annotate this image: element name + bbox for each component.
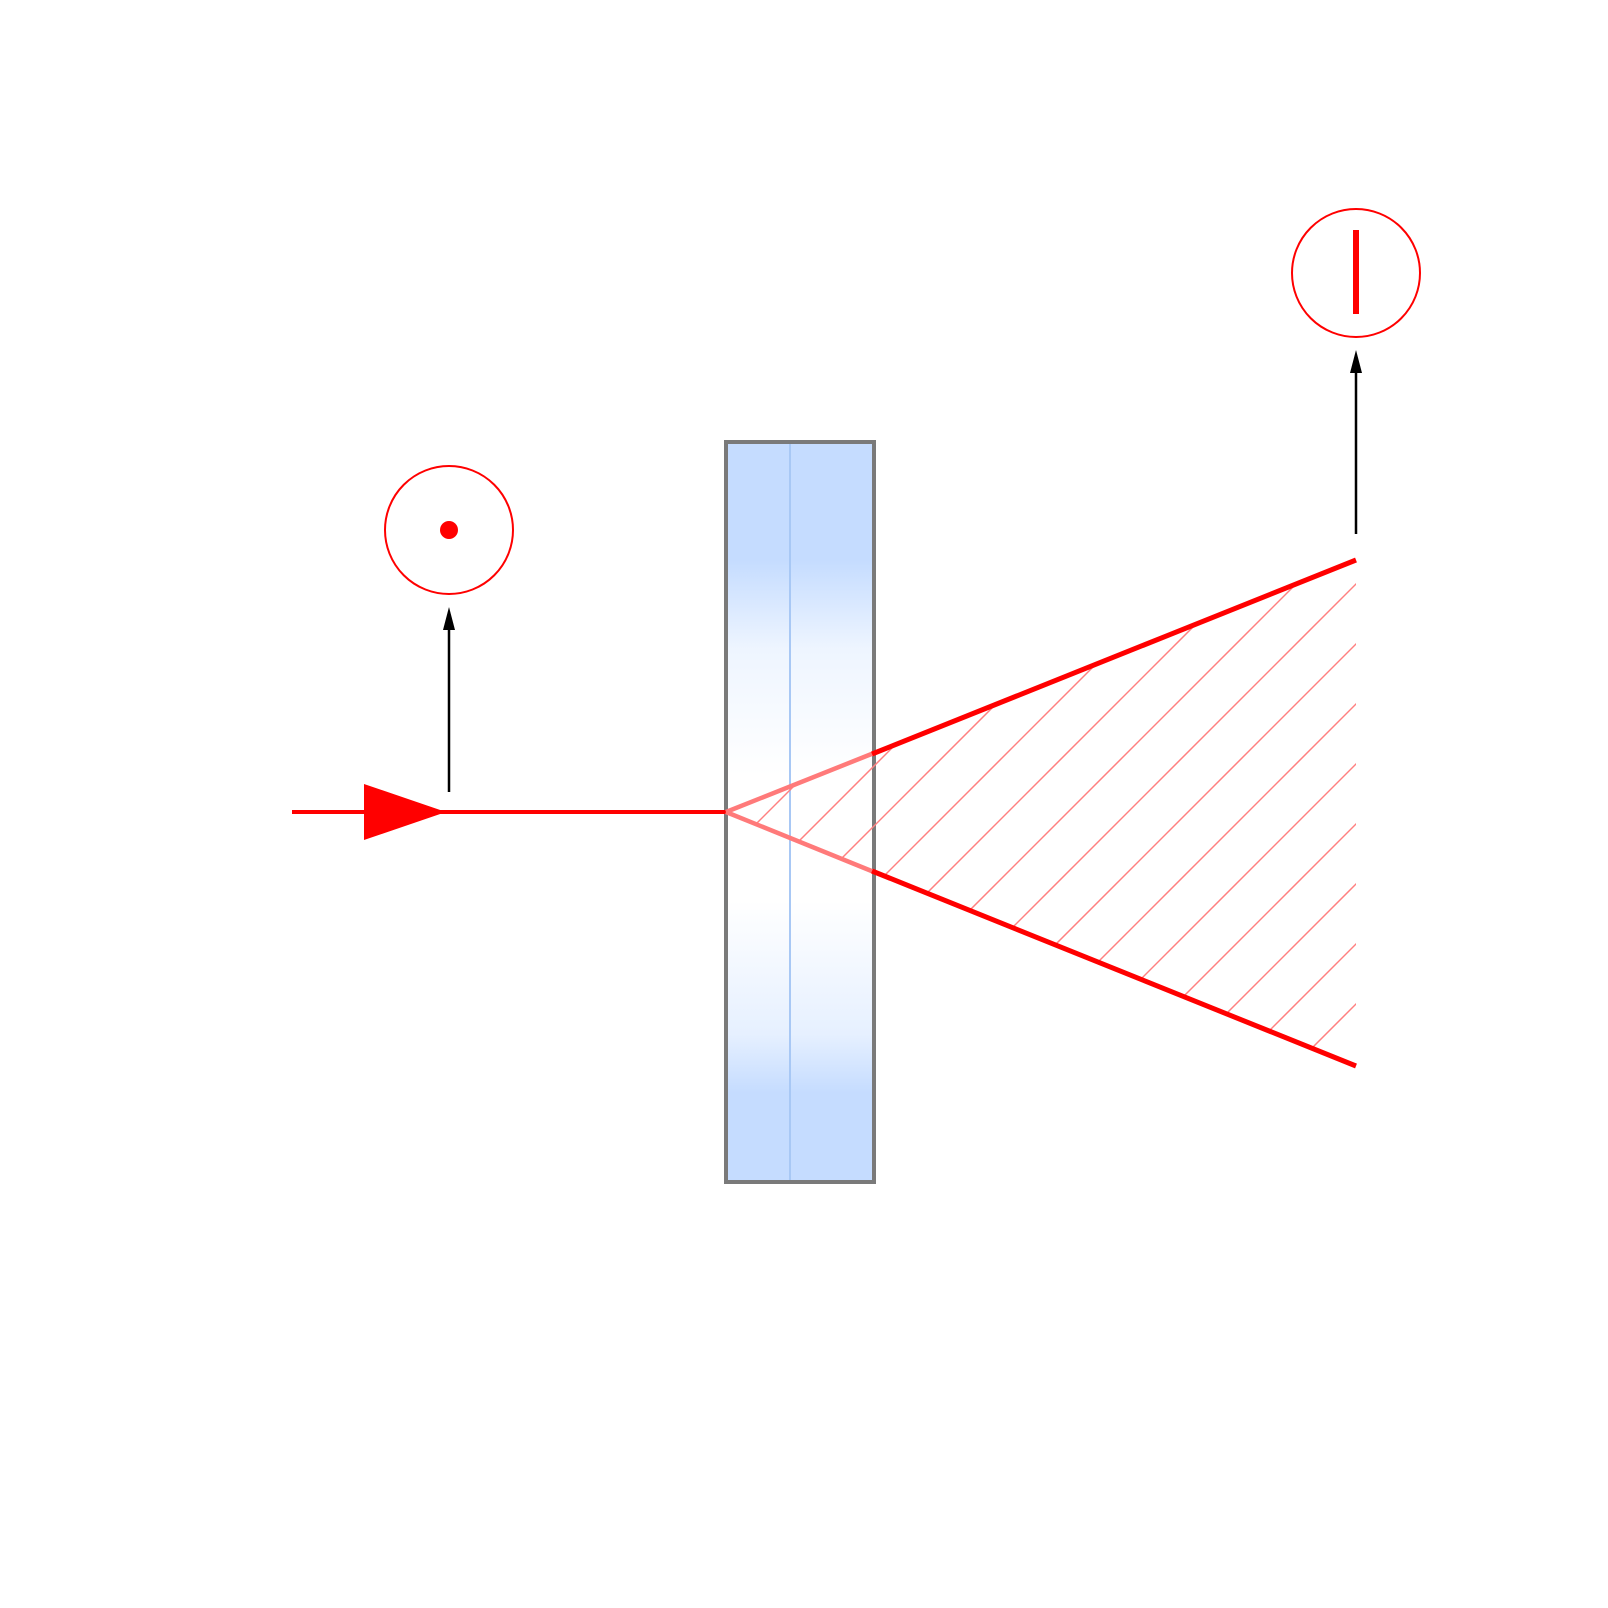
dot-circle-icon [384, 465, 514, 595]
input-polarization-indicator [384, 465, 514, 792]
upper-beam [871, 557, 1357, 757]
arrowhead-icon [1350, 350, 1362, 373]
crystal-plate [724, 440, 876, 1184]
triangle-arrow-icon [364, 784, 446, 840]
arrowhead-icon [443, 607, 455, 630]
lower-beam [871, 868, 1357, 1069]
output-polarization-indicator [1291, 208, 1421, 534]
incident-beam [292, 784, 726, 840]
diverging-beams [871, 557, 1357, 1069]
beam-inside-plate [725, 750, 875, 875]
plate-body [724, 440, 876, 1184]
vertical-bar-circle-icon [1291, 208, 1421, 338]
